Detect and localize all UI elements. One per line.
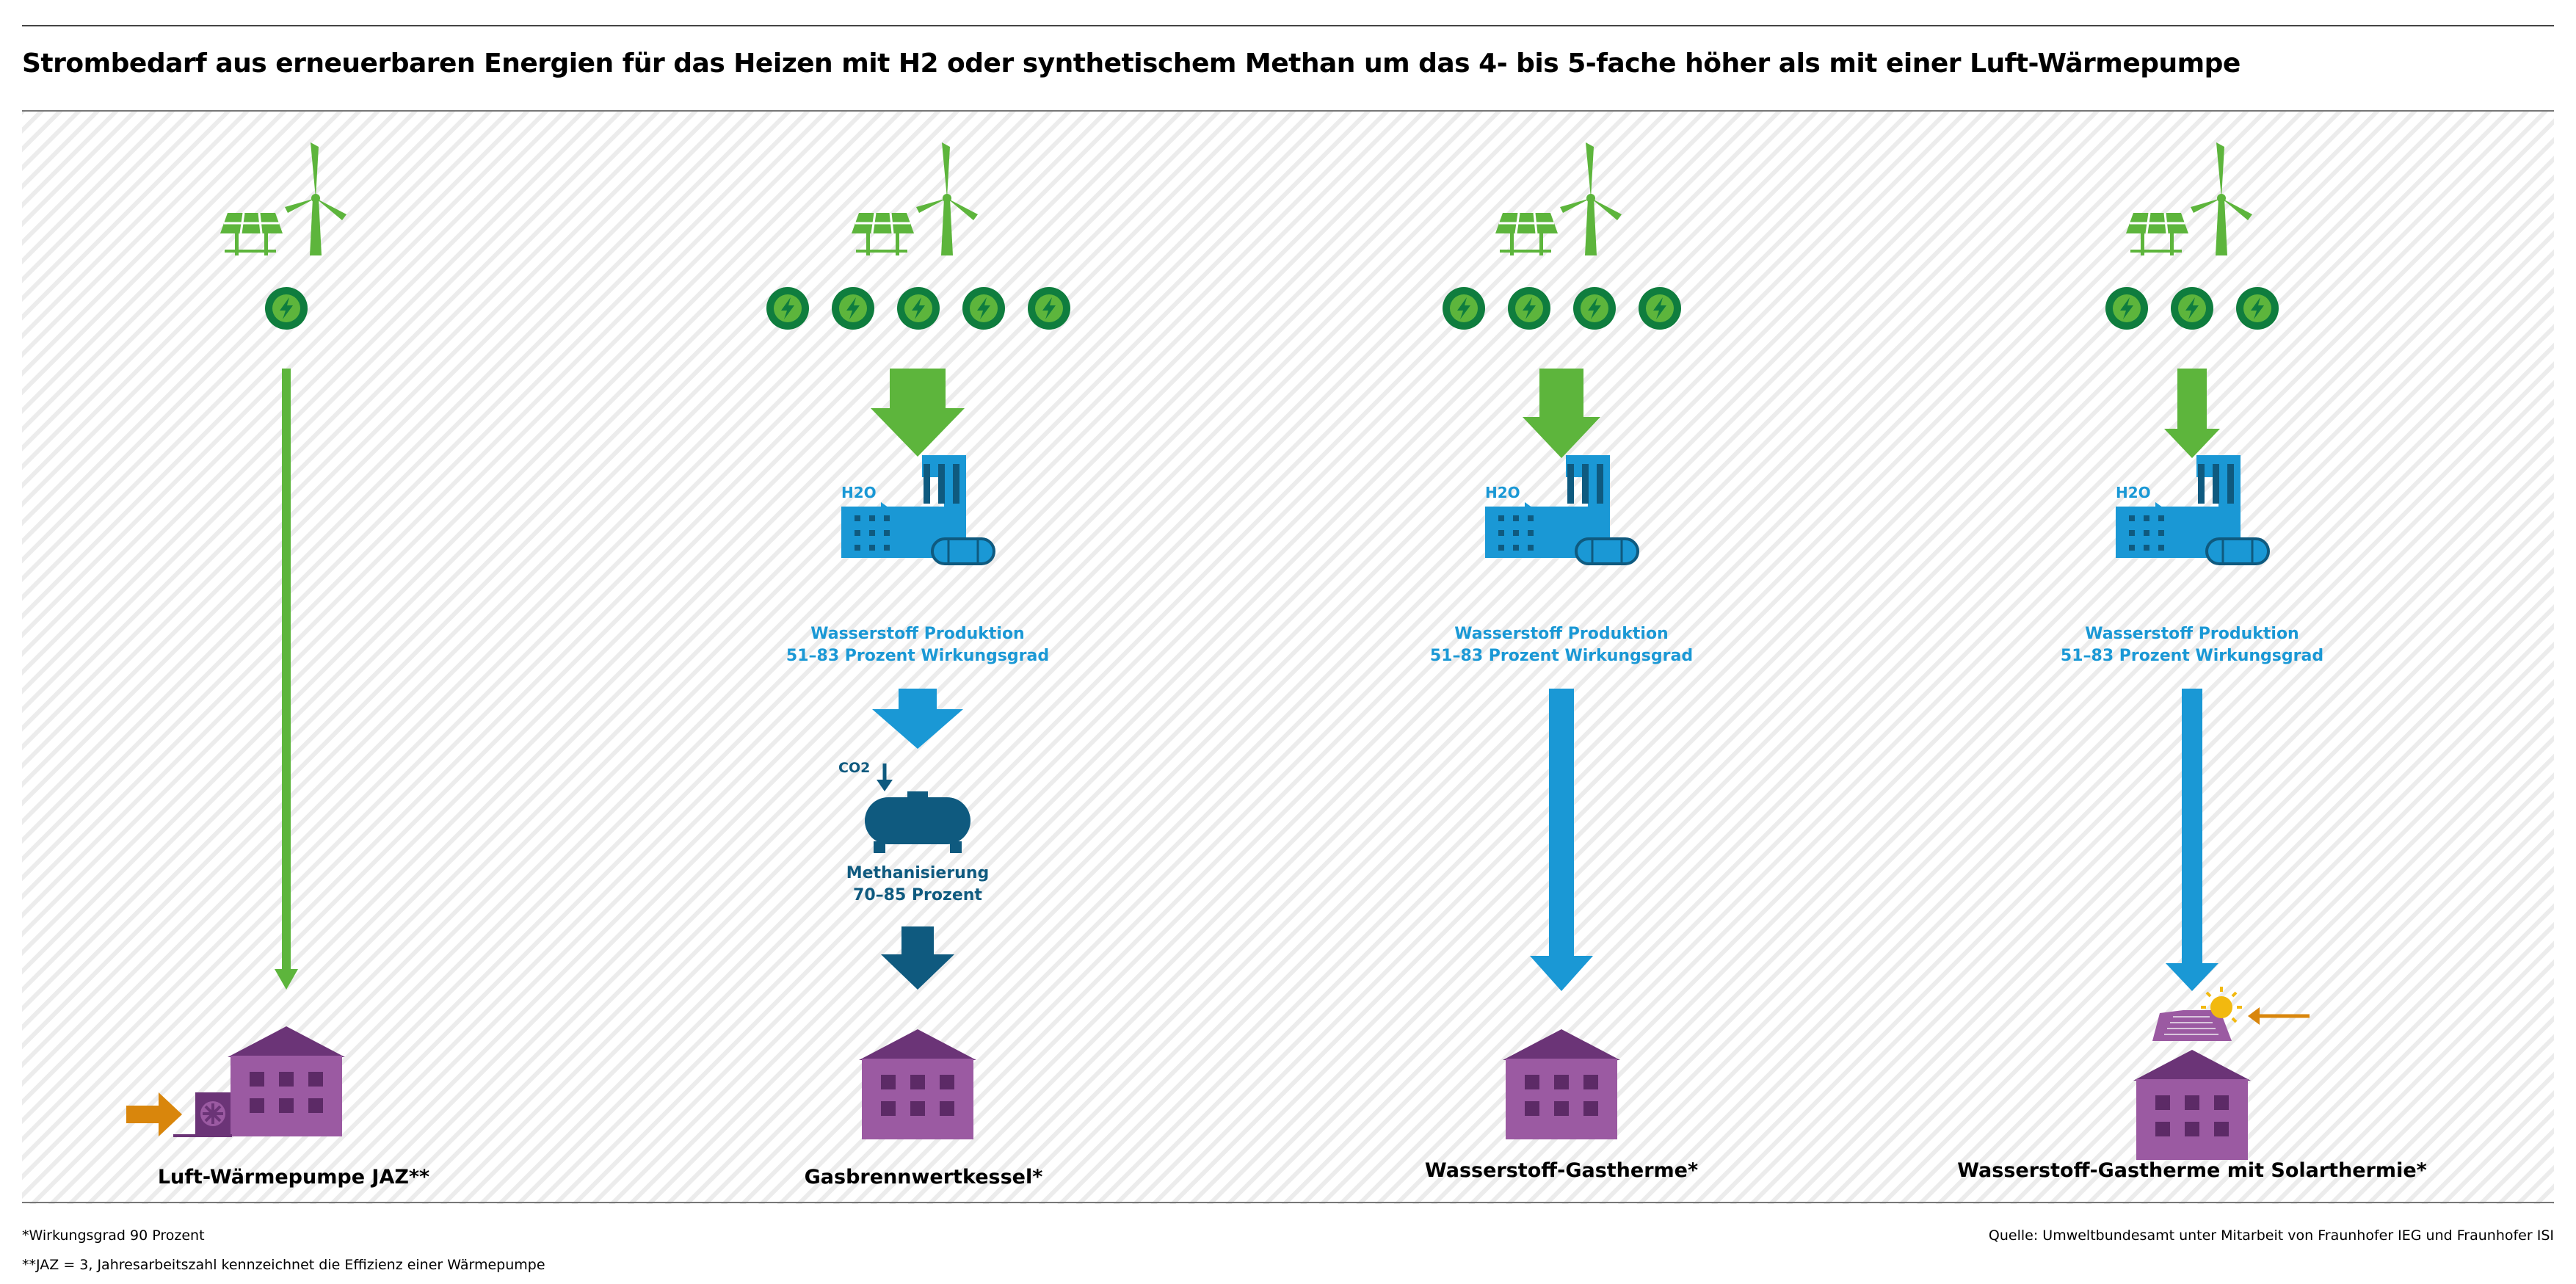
electricity-icon bbox=[832, 287, 874, 330]
h2o-label: H2O bbox=[2116, 484, 2151, 501]
column-hydrogen-gas-boiler-solar: H2O Wasserstoff Produktion 51–83 Prozent… bbox=[1957, 141, 2427, 1182]
hydrogen-flow-arrow bbox=[1530, 689, 1593, 991]
heat-pump-building bbox=[126, 1026, 345, 1137]
column-hydrogen-gas-boiler: H2O Wasserstoff Produktion 51–83 Prozent… bbox=[1425, 141, 1698, 1182]
h2o-label: H2O bbox=[841, 484, 877, 501]
title-rule bbox=[22, 110, 2554, 112]
methanisation-label: Methanisierung bbox=[846, 864, 990, 882]
h2-production-label: Wasserstoff Produktion bbox=[810, 625, 1024, 643]
electricity-units bbox=[2105, 287, 2279, 330]
electricity-icon bbox=[1508, 287, 1550, 330]
co2-arrow-icon bbox=[877, 763, 893, 791]
ambient-air-arrow bbox=[126, 1092, 182, 1136]
electricity-icon bbox=[2236, 287, 2279, 330]
h2-production-label: Wasserstoff Produktion bbox=[2085, 625, 2299, 643]
source-credit: Quelle: Umweltbundesamt unter Mitarbeit … bbox=[1988, 1227, 2554, 1244]
flow-arrow bbox=[275, 369, 298, 990]
sun-icon bbox=[2201, 987, 2242, 1023]
h2-efficiency-label: 51–83 Prozent Wirkungsgrad bbox=[786, 647, 1049, 665]
h2o-label: H2O bbox=[1485, 484, 1520, 501]
column-label: Wasserstoff-Gastherme mit Solarthermie* bbox=[1957, 1159, 2427, 1182]
column-gas-condensing-boiler: H2O Wasserstoff Produktion 51–83 Prozent… bbox=[766, 141, 1070, 1189]
electricity-icon bbox=[962, 287, 1005, 330]
hydrogen-flow-arrow bbox=[2166, 689, 2218, 991]
h2-production-label: Wasserstoff Produktion bbox=[1454, 625, 1668, 643]
flow-arrow bbox=[2164, 369, 2220, 458]
electricity-icon bbox=[265, 287, 308, 330]
electricity-icon bbox=[897, 287, 940, 330]
methane-tank-icon bbox=[865, 791, 970, 853]
co2-label: CO2 bbox=[838, 760, 870, 776]
methanisation-efficiency-label: 70–85 Prozent bbox=[853, 886, 982, 904]
solar-collector-icon bbox=[2152, 1010, 2232, 1041]
column-label: Luft-Wärmepumpe JAZ** bbox=[158, 1166, 429, 1189]
footnote-jaz: **JAZ = 3, Jahresarbeitszahl kennzeichne… bbox=[22, 1257, 545, 1273]
electricity-icon bbox=[1443, 287, 1485, 330]
column-heatpump: Luft-Wärmepumpe JAZ** bbox=[126, 141, 429, 1189]
page-title: Strombedarf aus erneuerbaren Energien fü… bbox=[22, 48, 2241, 79]
flow-arrow bbox=[871, 369, 965, 457]
solar-heat-arrow bbox=[2248, 1007, 2310, 1025]
methane-flow-arrow bbox=[881, 926, 954, 990]
electricity-icon bbox=[766, 287, 809, 330]
top-rule bbox=[22, 25, 2554, 26]
h2-efficiency-label: 51–83 Prozent Wirkungsgrad bbox=[2061, 647, 2323, 665]
electricity-icon bbox=[1639, 287, 1681, 330]
column-label: Gasbrennwertkessel* bbox=[805, 1166, 1043, 1189]
hydrogen-flow-arrow bbox=[872, 689, 963, 749]
electricity-icon bbox=[2105, 287, 2148, 330]
electricity-icon bbox=[1028, 287, 1070, 330]
energy-flow-diagram: Luft-Wärmepumpe JAZ** H2O Wasserstoff Pr… bbox=[22, 112, 2554, 1204]
flow-arrow bbox=[1523, 369, 1600, 458]
electricity-icon bbox=[2171, 287, 2213, 330]
h2-efficiency-label: 51–83 Prozent Wirkungsgrad bbox=[1430, 647, 1693, 665]
electricity-icon bbox=[1573, 287, 1616, 330]
footnote-efficiency: *Wirkungsgrad 90 Prozent bbox=[22, 1227, 205, 1244]
column-label: Wasserstoff-Gastherme* bbox=[1425, 1159, 1698, 1182]
